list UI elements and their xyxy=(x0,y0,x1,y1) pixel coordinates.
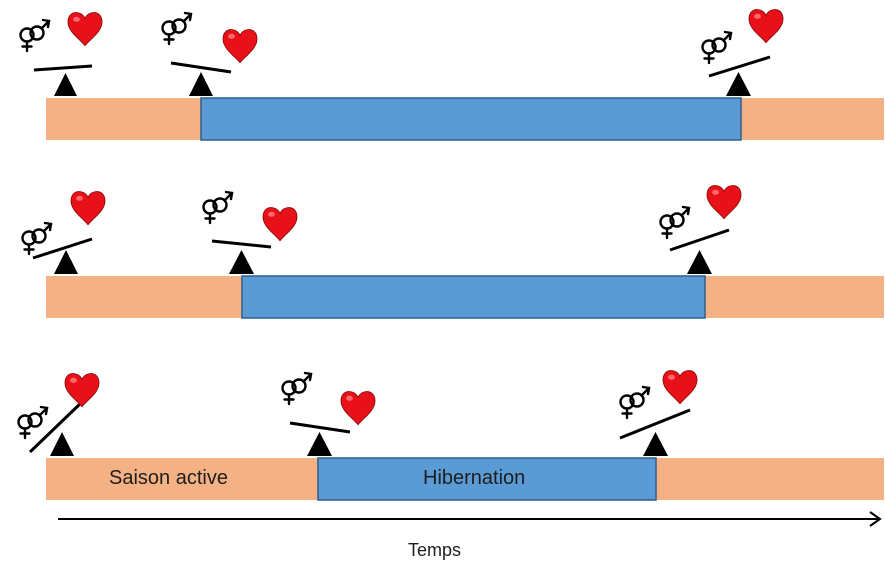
time-axis-label: Temps xyxy=(408,540,462,560)
male-female-symbol-icon xyxy=(701,30,733,65)
timeline-row-2 xyxy=(21,185,884,319)
time-axis-arrowhead xyxy=(869,511,882,527)
heart-icon xyxy=(64,373,100,408)
male-female-symbol-icon xyxy=(281,371,313,406)
male-female-symbol-icon xyxy=(21,221,53,256)
time-axis xyxy=(58,511,882,527)
seesaw-balance-icon xyxy=(32,237,93,274)
seesaw-balance-icon xyxy=(669,228,730,274)
seesaw-balance-icon xyxy=(28,400,84,456)
timeline-row-3 xyxy=(17,370,884,501)
male-female-symbol-icon xyxy=(19,18,51,53)
hibernation-segment xyxy=(317,457,657,501)
seesaw-balance-icon xyxy=(33,64,93,96)
seesaw-balance-icon xyxy=(170,61,232,96)
heart-icon xyxy=(340,391,376,426)
hibernation-label: Hibernation xyxy=(423,467,526,489)
heart-icon xyxy=(70,191,106,226)
male-female-symbol-icon xyxy=(659,205,691,240)
seesaw-balance-icon xyxy=(289,421,351,456)
heart-icon xyxy=(662,370,698,405)
male-female-symbol-icon xyxy=(619,385,651,420)
seesaw-balance-icon xyxy=(211,239,272,274)
male-female-symbol-icon xyxy=(202,190,234,225)
male-female-symbol-icon xyxy=(161,11,193,46)
seesaw-balance-icon xyxy=(619,408,691,456)
heart-icon xyxy=(262,207,298,242)
hibernation-segment xyxy=(241,275,706,319)
male-female-symbol-icon xyxy=(17,405,49,440)
heart-icon xyxy=(706,185,742,220)
active-season-label: Saison active xyxy=(109,467,228,489)
heart-icon xyxy=(748,9,784,44)
heart-icon xyxy=(67,12,103,47)
heart-icon xyxy=(222,29,258,64)
hibernation-segment xyxy=(200,97,742,141)
timeline-row-1 xyxy=(19,9,884,141)
seesaw-balance-icon xyxy=(708,55,771,96)
